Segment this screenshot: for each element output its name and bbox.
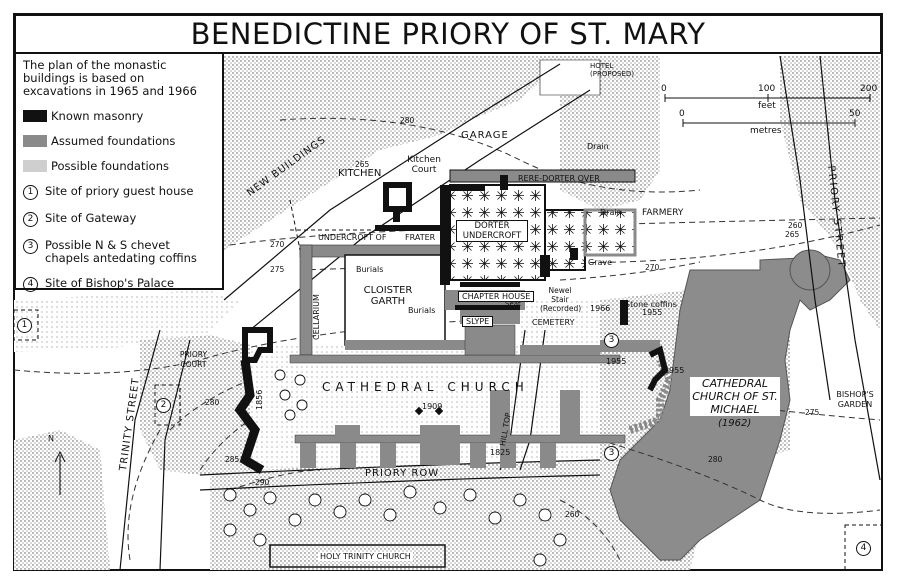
st-michael-label: CATHEDRAL CHURCH OF ST. MICHAEL <box>690 377 780 416</box>
date-1909: 1909 <box>422 402 443 411</box>
st-michael-year: (1962) <box>718 418 752 429</box>
site-marker-4: 4 <box>856 541 871 556</box>
feet-tick-100: 100 <box>758 84 776 94</box>
frater-label: FRATER <box>405 233 436 242</box>
feet-tick-200: 200 <box>860 84 878 94</box>
contour-260-a: 260 <box>788 221 803 230</box>
date-1955-a: 1955 <box>642 308 663 317</box>
metres-label: metres <box>750 126 782 136</box>
possible-boundaries <box>13 199 883 571</box>
legend-known-masonry: Known masonry <box>23 110 216 123</box>
contour-265-b: 265 <box>355 160 370 169</box>
cemetery-label: CEMETERY <box>532 318 575 327</box>
bishops-garden-label: BISHOP'S GARDEN <box>836 390 874 409</box>
contour-280-a: 280 <box>400 116 415 125</box>
contour-285: 285 <box>225 455 240 464</box>
drain-label-2: Drain <box>600 208 622 217</box>
site-marker-1: 1 <box>17 318 32 333</box>
contour-275-b: 275 <box>805 408 820 417</box>
cellarium-label: CELLARIUM <box>312 294 321 340</box>
metres-tick-50: 50 <box>849 109 861 119</box>
contour-270-a: 270 <box>270 240 285 249</box>
legend-label: Site of Gateway <box>45 211 137 225</box>
hotel-label: HOTEL (PROPOSED) <box>590 62 635 78</box>
site-marker-2: 2 <box>156 398 171 413</box>
site-marker-3a: 3 <box>604 333 619 348</box>
north-arrow-icon <box>54 450 66 495</box>
grave-label: Grave <box>588 258 613 267</box>
burials-label-2: Burials <box>408 306 436 315</box>
farmery-label: FARMERY <box>642 208 684 218</box>
date-1825: 1825 <box>490 448 511 457</box>
date-1955-c: 1955 <box>664 366 685 375</box>
date-1966: 1966 <box>590 304 611 313</box>
kitchen-court-label: Kitchen Court <box>407 155 441 175</box>
metres-tick-0: 0 <box>679 109 685 119</box>
legend-label: Known masonry <box>51 109 144 123</box>
legend-note: The plan of the monastic buildings is ba… <box>23 58 197 98</box>
site-number: 1 <box>23 185 38 200</box>
legend-site-2: 2 Site of Gateway <box>23 212 216 227</box>
chapter-house-label: CHAPTER HOUSE <box>458 291 535 302</box>
site-number: 4 <box>23 277 38 292</box>
date-1856: 1856 <box>255 389 264 410</box>
rere-dorter-label: RERE-DORTER OVER <box>518 174 600 183</box>
newel-stair-label: Newel Stair (Recorded) <box>540 286 582 313</box>
feet-label: feet <box>758 101 776 111</box>
contour-260-b: 260 <box>565 510 580 519</box>
legend-site-4: 4 Site of Bishop's Palace <box>23 277 216 292</box>
drain-label-1: Drain <box>587 142 609 151</box>
legend: The plan of the monastic buildings is ba… <box>14 54 224 292</box>
seat-label: Seat <box>505 300 521 308</box>
legend-label: Assumed foundations <box>51 134 176 148</box>
legend-label: Site of Bishop's Palace <box>45 276 175 290</box>
map-title: BENEDICTINE PRIORY OF ST. MARY <box>14 14 882 54</box>
legend-assumed-foundations: Assumed foundations <box>23 135 216 148</box>
trees <box>223 369 567 567</box>
legend-site-3: 3 Possible N & S chevet chapels antedati… <box>23 239 216 265</box>
legend-label: Possible foundations <box>51 159 169 173</box>
undercroft-of-label: UNDERCROFT OF <box>318 233 387 242</box>
slype-label: SLYPE <box>462 316 494 327</box>
priory-court-label: PRIORY COURT <box>179 350 208 369</box>
site-marker-3b: 3 <box>604 446 619 461</box>
site-number: 3 <box>23 239 38 254</box>
legend-label: Possible N & S chevet chapels antedating… <box>45 238 197 265</box>
stone-coffins-label: Stone coffins <box>625 300 677 309</box>
assumed-foundations-swatch <box>23 135 47 147</box>
legend-site-1: 1 Site of priory guest house <box>23 185 216 200</box>
contour-270-b: 270 <box>645 263 660 272</box>
feet-tick-0: 0 <box>661 84 667 94</box>
possible-foundations-swatch <box>23 160 47 172</box>
burials-label-1: Burials <box>356 265 384 274</box>
cloister-garth-label: CLOISTER GARTH <box>363 285 413 307</box>
site-number: 2 <box>23 212 38 227</box>
contour-275-a: 275 <box>270 265 285 274</box>
kitchen-label: KITCHEN <box>338 168 382 179</box>
legend-possible-foundations: Possible foundations <box>23 160 216 173</box>
known-masonry <box>234 175 669 474</box>
legend-label: Site of priory guest house <box>45 184 194 198</box>
garage-label: GARAGE <box>461 130 509 141</box>
contour-290: 290 <box>255 478 270 487</box>
scale-bars <box>664 94 871 127</box>
north-label: N <box>48 434 54 443</box>
known-masonry-swatch <box>23 110 47 122</box>
contour-280-b: 280 <box>205 398 220 407</box>
holy-trinity-label: HOLY TRINITY CHURCH <box>318 552 413 561</box>
dorter-label: DORTER UNDERCROFT <box>456 220 528 242</box>
priory-row-label: PRIORY ROW <box>365 468 440 479</box>
cathedral-church-label: CATHEDRAL CHURCH <box>322 380 529 394</box>
date-1955-b: 1955 <box>606 357 627 366</box>
contour-265-a: 265 <box>785 230 800 239</box>
contour-280-c: 280 <box>708 455 723 464</box>
